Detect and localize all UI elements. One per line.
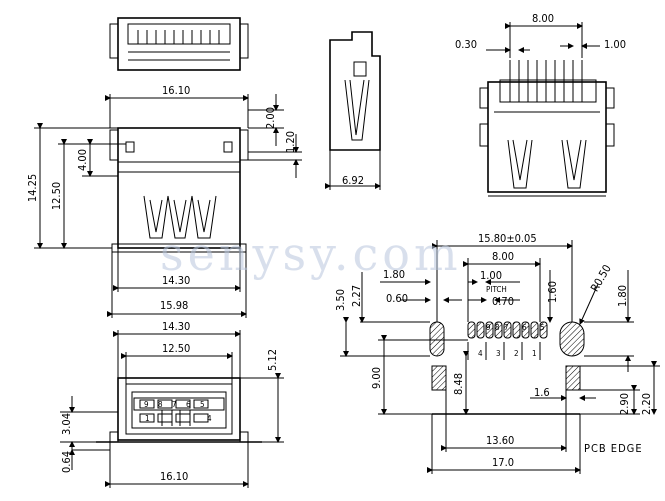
dim-front-body-height: 12.50 [50,182,63,210]
dim-front-outer-width: 15.98 [160,299,188,312]
dim-pcb-pad-to-edge: 8.48 [452,373,465,395]
pcb-right-mount-pad [565,365,581,391]
top-view-pins [137,30,220,44]
pad-num-4: 4 [478,349,483,358]
front-view-spring-mid [167,195,193,239]
end-view: 8.00 0.30 1.00 [455,12,626,197]
dim-pcb-slot-length: 3.50 [334,289,347,311]
face-view: 9 8 7 6 5 1 4 14.30 12.50 5.12 3.04 [60,320,284,488]
front-view-spring-right [191,195,217,239]
dim-pcb-right-slot-offset: 1.80 [616,285,629,307]
top-view-pin-row [127,23,231,45]
side-view: 6.92 [325,31,381,190]
dim-pcb-left-slot-offset: 1.80 [383,268,405,281]
front-view: 16.10 2.00 1.20 14.25 12.50 4.00 14.30 [26,84,302,318]
dim-pcb-pitch: 1.00 [480,269,502,282]
top-view-right-tab [239,23,249,59]
pad-num-3: 3 [496,349,501,358]
dim-front-tab-offset: 4.00 [76,149,89,171]
dim-pcb-pad-length: 1.60 [546,281,559,303]
pcb-right-slot [559,321,585,357]
front-view-spring-left [143,195,169,239]
top-view-left-tab [109,23,119,59]
front-view-body [117,127,241,249]
dim-pcb-slot-height: 2.27 [350,285,363,307]
pad-num-2: 2 [514,349,519,358]
dim-pcb-slot-span: 15.80±0.05 [478,232,537,245]
face-view-shell [117,377,241,441]
pcb-left-slot [429,321,445,357]
dim-front-width: 16.10 [162,84,190,97]
pcb-layout: 9 8 7 6 5 4 3 2 1 15.80±0.05 8.00 1.00 P… [334,232,660,474]
face-pin-7: 7 [172,400,177,409]
dim-front-total-height: 14.25 [26,174,39,202]
face-view-contacts [139,399,209,423]
dim-face-total-width: 16.10 [160,470,188,483]
dim-pcb-inner-span: 13.60 [486,434,514,447]
dim-pcb-slot-radius: R0.50 [588,262,614,294]
pcb-signal-pads [467,321,548,339]
top-view [109,17,249,71]
dim-face-height: 5.12 [266,349,279,371]
pad-num-6: 6 [522,323,527,332]
pcb-edge-label: PCB EDGE [584,442,643,455]
end-view-pin-header [499,79,597,103]
end-view-pins [509,60,583,102]
face-view-tongue [133,397,225,411]
face-pin-5: 5 [200,400,205,409]
face-pin-6: 6 [186,400,191,409]
dim-side-width: 6.92 [342,174,364,187]
dim-pcb-mount-width: 1.6 [534,386,550,399]
end-view-right-spring [561,139,587,189]
side-view-spring [344,79,370,141]
pcb-pitch-label: PITCH [486,285,507,294]
dim-end-pin-pitch: 1.00 [604,38,626,51]
dim-front-inner-width: 14.30 [162,274,190,287]
dim-end-pitch-span: 8.00 [532,12,554,25]
face-pin-4: 4 [207,414,212,423]
face-pin-9: 9 [144,400,149,409]
dim-end-pin-width: 0.30 [455,38,477,51]
pad-num-5: 5 [540,323,545,332]
dim-pcb-mount-length: 2.90 [618,393,631,415]
pad-num-8: 8 [495,323,500,332]
end-view-body [487,81,607,193]
face-pin-1: 1 [145,414,150,423]
end-view-left-spring [507,139,533,189]
dim-face-standoff: 0.64 [60,451,73,473]
dim-pcb-pad-span: 8.00 [492,250,514,263]
pad-num-7: 7 [504,323,509,332]
dim-pcb-mount-depth: 9.00 [370,367,383,389]
pad-num-1: 1 [532,349,537,358]
watermark-text: senysy.com [160,227,462,281]
pad-num-9: 9 [486,323,491,332]
dim-pcb-outer-span: 17.0 [492,456,514,469]
dim-face-inner-width: 12.50 [162,342,190,355]
dim-face-width: 14.30 [162,320,190,333]
dim-pcb-mount-offset: 2.20 [640,393,653,415]
pcb-left-mount-pad [431,365,447,391]
face-pin-8: 8 [158,400,163,409]
dim-face-tongue-height: 3.04 [60,413,73,435]
side-view-outline [329,31,381,151]
face-view-tongue-outline [131,391,227,429]
dim-pcb-pad-width: 0.70 [492,295,514,308]
dim-pcb-slot-width: 0.60 [386,292,408,305]
dim-front-tab-height: 1.20 [284,131,297,153]
dim-front-top-offset: 2.00 [264,107,277,129]
